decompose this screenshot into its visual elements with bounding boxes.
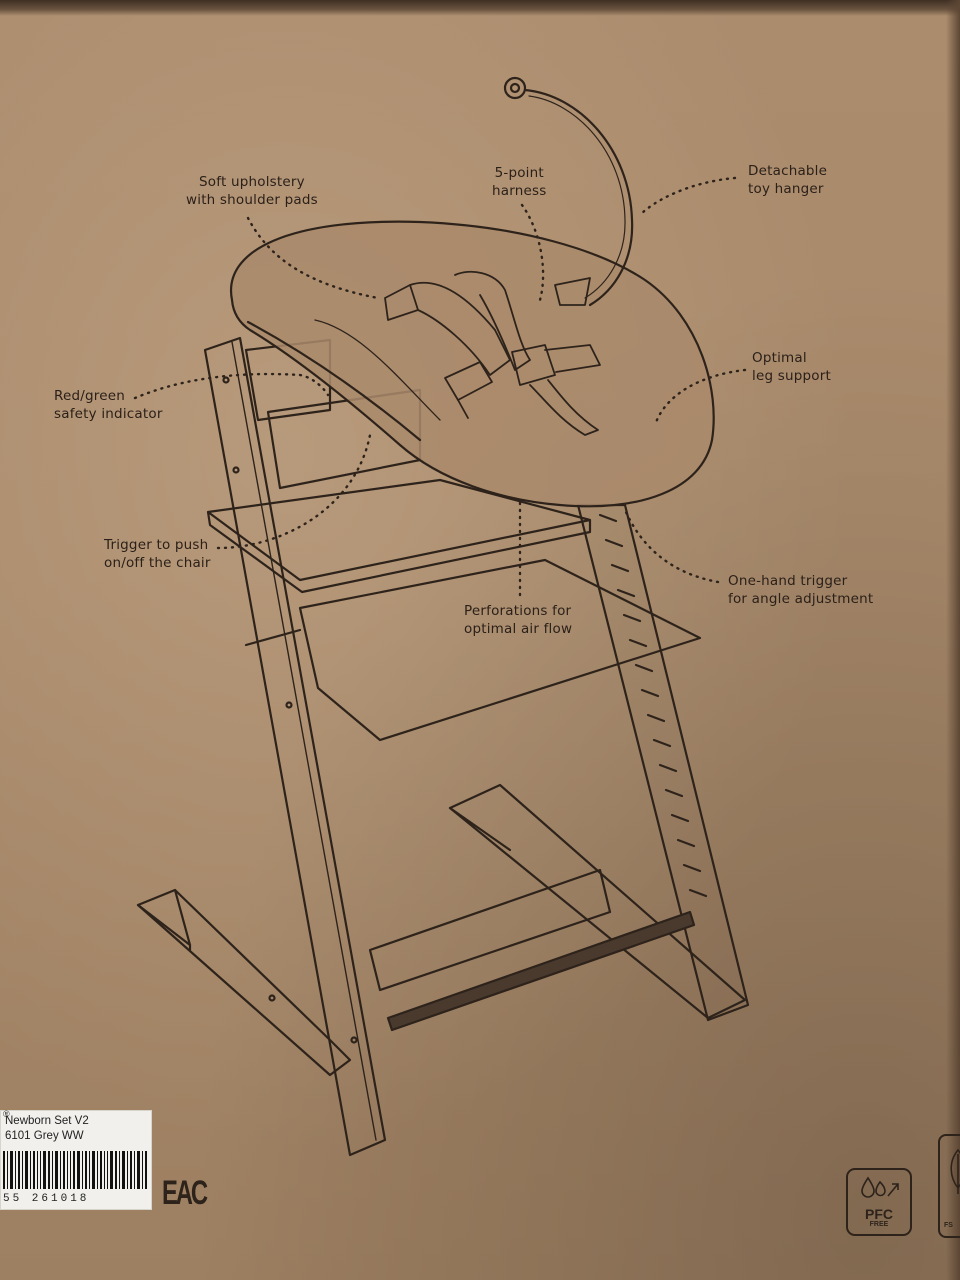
foot-plate <box>298 558 702 742</box>
barcode-digits: 55 261018 <box>3 1193 90 1205</box>
sticker-product-code: 6101 Grey WW <box>5 1130 84 1142</box>
label-one-hand-trigger: One-hand trigger for angle adjustment <box>728 573 874 607</box>
newborn-seat-shell <box>229 220 715 508</box>
sticker-product-name: Newborn Set V2 <box>5 1115 89 1127</box>
label-perforations: Perforations for optimal air flow <box>464 603 573 637</box>
left-leg <box>203 336 387 1157</box>
pfc-text: PFC <box>865 1206 893 1222</box>
pfc-free-text: FREE <box>869 1221 889 1228</box>
water-drop-icon <box>861 1176 899 1198</box>
foot-plate-edge <box>244 628 302 647</box>
harness <box>384 270 601 436</box>
leader-lines <box>133 176 747 597</box>
partial-certification-badge: FS <box>938 1134 960 1238</box>
label-trigger-push: Trigger to push on/off the chair <box>104 537 211 571</box>
barcode <box>3 1151 147 1189</box>
label-soft-upholstery: Soft upholstery with shoulder pads <box>186 174 318 208</box>
toy-hanger <box>503 76 634 307</box>
eac-certification-mark: EAC <box>162 1174 208 1212</box>
label-harness: 5-point harness <box>492 165 547 199</box>
label-toy-hanger: Detachable toy hanger <box>748 163 828 197</box>
seat-plate <box>206 478 592 594</box>
lower-crossbar <box>368 868 612 992</box>
box-top-edge <box>0 0 960 16</box>
label-leg-support: Optimal leg support <box>752 350 831 384</box>
partial-badge-text: FS <box>944 1222 953 1229</box>
product-sticker: ® Newborn Set V2 6101 Grey WW 55 26101 <box>0 1109 152 1210</box>
pfc-free-badge: PFC FREE <box>846 1168 912 1236</box>
box-right-edge <box>946 0 960 1280</box>
label-safety-indicator: Red/green safety indicator <box>54 388 163 422</box>
leaf-icon <box>950 1148 960 1194</box>
registered-mark: ® <box>3 1109 10 1119</box>
footrest-bar <box>386 910 696 1032</box>
